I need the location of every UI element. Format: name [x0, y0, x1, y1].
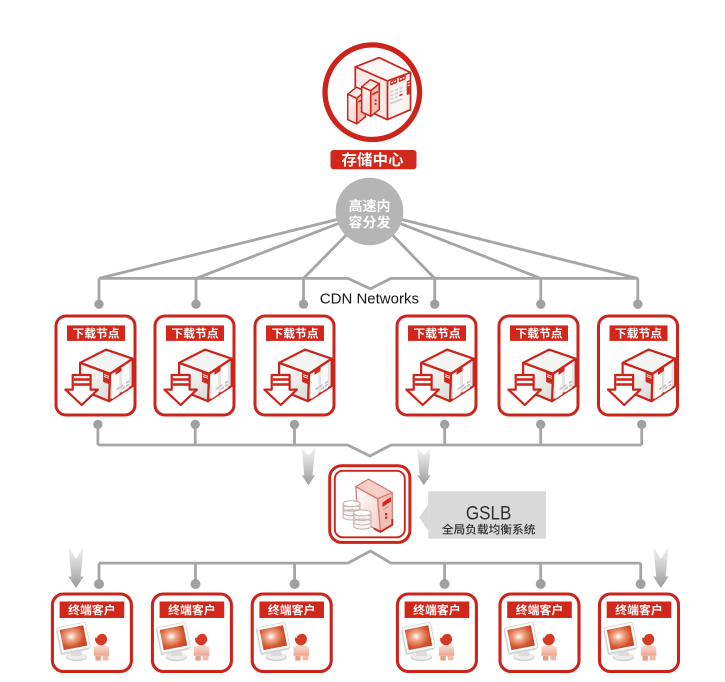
svg-text:GSLB: GSLB: [466, 503, 512, 525]
svg-text:CDN Networks: CDN Networks: [320, 290, 419, 307]
